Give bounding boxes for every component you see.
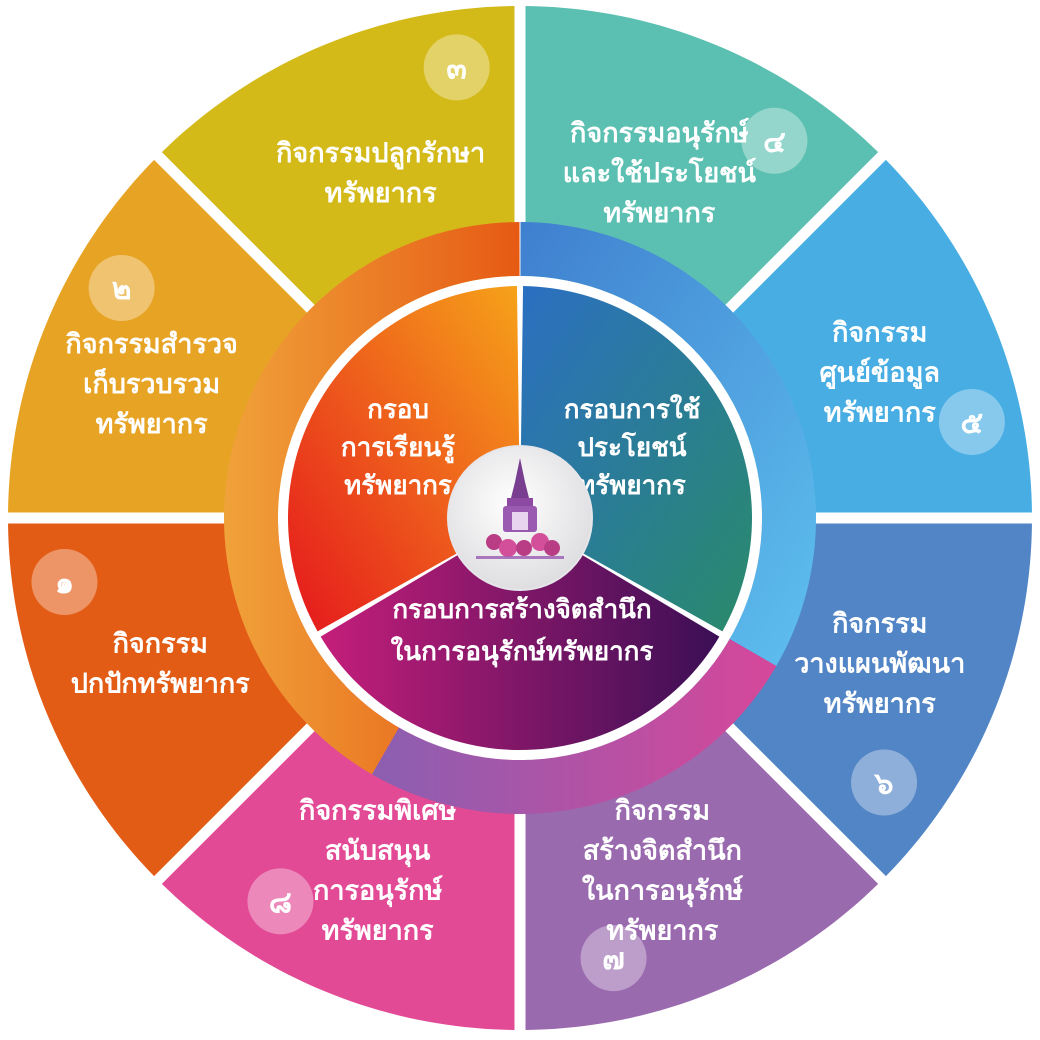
numeral-badge-text: ๕ bbox=[961, 406, 984, 441]
logo-underline-icon bbox=[476, 556, 564, 559]
activity-label-line: ทรัพยากร bbox=[325, 178, 437, 209]
numeral-badge: ๔ bbox=[741, 107, 808, 174]
activity-label-line: สนับสนุน bbox=[325, 835, 431, 867]
activity-label-line: กิจกรรม bbox=[832, 608, 927, 639]
numeral-badge-text: ๓ bbox=[446, 51, 467, 86]
numeral-badge-text: ๖ bbox=[874, 767, 894, 802]
framework-label-line: ในการอนุรักษ์ทรัพยากร bbox=[391, 636, 654, 668]
activity-label-line: กิจกรรมปลูกรักษา bbox=[276, 138, 485, 170]
numeral-badge-circle-icon bbox=[580, 925, 647, 992]
activity-label-line: กิจกรรมสำรวจ bbox=[65, 329, 237, 360]
framework-label-line: ทรัพยากร bbox=[578, 471, 686, 501]
logo-flower-icon bbox=[499, 539, 517, 557]
numeral-badge-circle-icon bbox=[423, 34, 490, 101]
activity-label-line: ปกปักทรัพยากร bbox=[71, 668, 250, 699]
numeral-badge-circle-icon bbox=[938, 388, 1005, 455]
ring-arc-utilization bbox=[520, 222, 817, 666]
numeral-badge-circle-icon bbox=[88, 255, 155, 321]
activity-label-line: กิจกรรม bbox=[615, 795, 710, 826]
numeral-badge: ๒ bbox=[88, 255, 155, 321]
logo-flower-icon bbox=[544, 540, 560, 556]
framework-label-line: ประโยชน์ bbox=[577, 431, 686, 463]
activity-label-line: กิจกรรม bbox=[832, 318, 927, 349]
numeral-badge-text: ๒ bbox=[112, 272, 132, 307]
activity-label-line: ในการอนุรักษ์ bbox=[582, 874, 744, 907]
activity-label-line: กิจกรรมพิเศษ bbox=[299, 795, 456, 826]
framework-label-line: กรอบ bbox=[367, 395, 429, 425]
activity-label-line: กิจกรรม bbox=[113, 628, 208, 659]
activity-label-line: ทรัพยากร bbox=[606, 915, 718, 946]
numeral-badge: ๓ bbox=[423, 34, 490, 101]
numeral-badge: ๕ bbox=[938, 388, 1005, 455]
activity-label-line: สร้างจิตสำนึก bbox=[583, 835, 742, 866]
numeral-badge-text: ๘ bbox=[269, 885, 292, 920]
center-medallion bbox=[447, 445, 593, 591]
numeral-badge-circle-icon bbox=[741, 107, 808, 174]
ring-arc-learning bbox=[223, 222, 520, 775]
framework-label-line: กรอบการสร้างจิตสำนึก bbox=[392, 595, 651, 625]
numeral-badge-circle-icon bbox=[31, 549, 98, 616]
framework-label-line: การเรียนรู้ bbox=[341, 433, 455, 464]
framework-segment-awareness[interactable]: กรอบการสร้างจิตสำนึกในการอนุรักษ์ทรัพยาก… bbox=[320, 518, 720, 750]
activity-label-line: และใช้ประโยชน์ bbox=[563, 156, 757, 189]
numeral-badge: ๑ bbox=[31, 549, 98, 616]
numeral-badge: ๗ bbox=[580, 925, 647, 992]
activity-label-line: ทรัพยากร bbox=[603, 198, 715, 229]
activity-label-line: วางแผนพัฒนา bbox=[794, 648, 965, 679]
framework-segment-shape bbox=[320, 518, 720, 750]
logo-door-icon bbox=[512, 512, 528, 530]
logo-tier-icon bbox=[507, 498, 533, 506]
university-logo-icon bbox=[476, 458, 564, 559]
numeral-badge: ๖ bbox=[851, 749, 918, 816]
ring-arc-awareness bbox=[372, 639, 777, 814]
framework-label-line: กรอบการใช้ bbox=[564, 394, 700, 425]
numeral-badge-text: ๗ bbox=[602, 942, 625, 977]
logo-flower-icon bbox=[486, 534, 502, 550]
activity-label-line: ทรัพยากร bbox=[96, 409, 208, 440]
logo-spire-icon bbox=[511, 458, 529, 498]
activity-label-line: เก็บรวบรวม bbox=[83, 366, 220, 400]
activity-label-line: ทรัพยากร bbox=[824, 398, 936, 429]
activity-label-line: ทรัพยากร bbox=[322, 915, 434, 946]
activity-label-line: ศูนย์ข้อมูล bbox=[820, 357, 940, 390]
activity-label-line: กิจกรรมอนุรักษ์ bbox=[570, 117, 749, 150]
numeral-badge: ๘ bbox=[247, 868, 314, 935]
activity-label-line: ทรัพยากร bbox=[824, 688, 936, 719]
numeral-badge-text: ๑ bbox=[55, 566, 74, 601]
activity-label-line: การอนุรักษ์ bbox=[313, 874, 443, 907]
numeral-badge-circle-icon bbox=[247, 868, 314, 935]
framework-label-line: ทรัพยากร bbox=[344, 471, 452, 501]
numeral-badge-circle-icon bbox=[851, 749, 918, 816]
logo-flower-icon bbox=[516, 540, 532, 556]
numeral-badge-text: ๔ bbox=[763, 125, 786, 160]
